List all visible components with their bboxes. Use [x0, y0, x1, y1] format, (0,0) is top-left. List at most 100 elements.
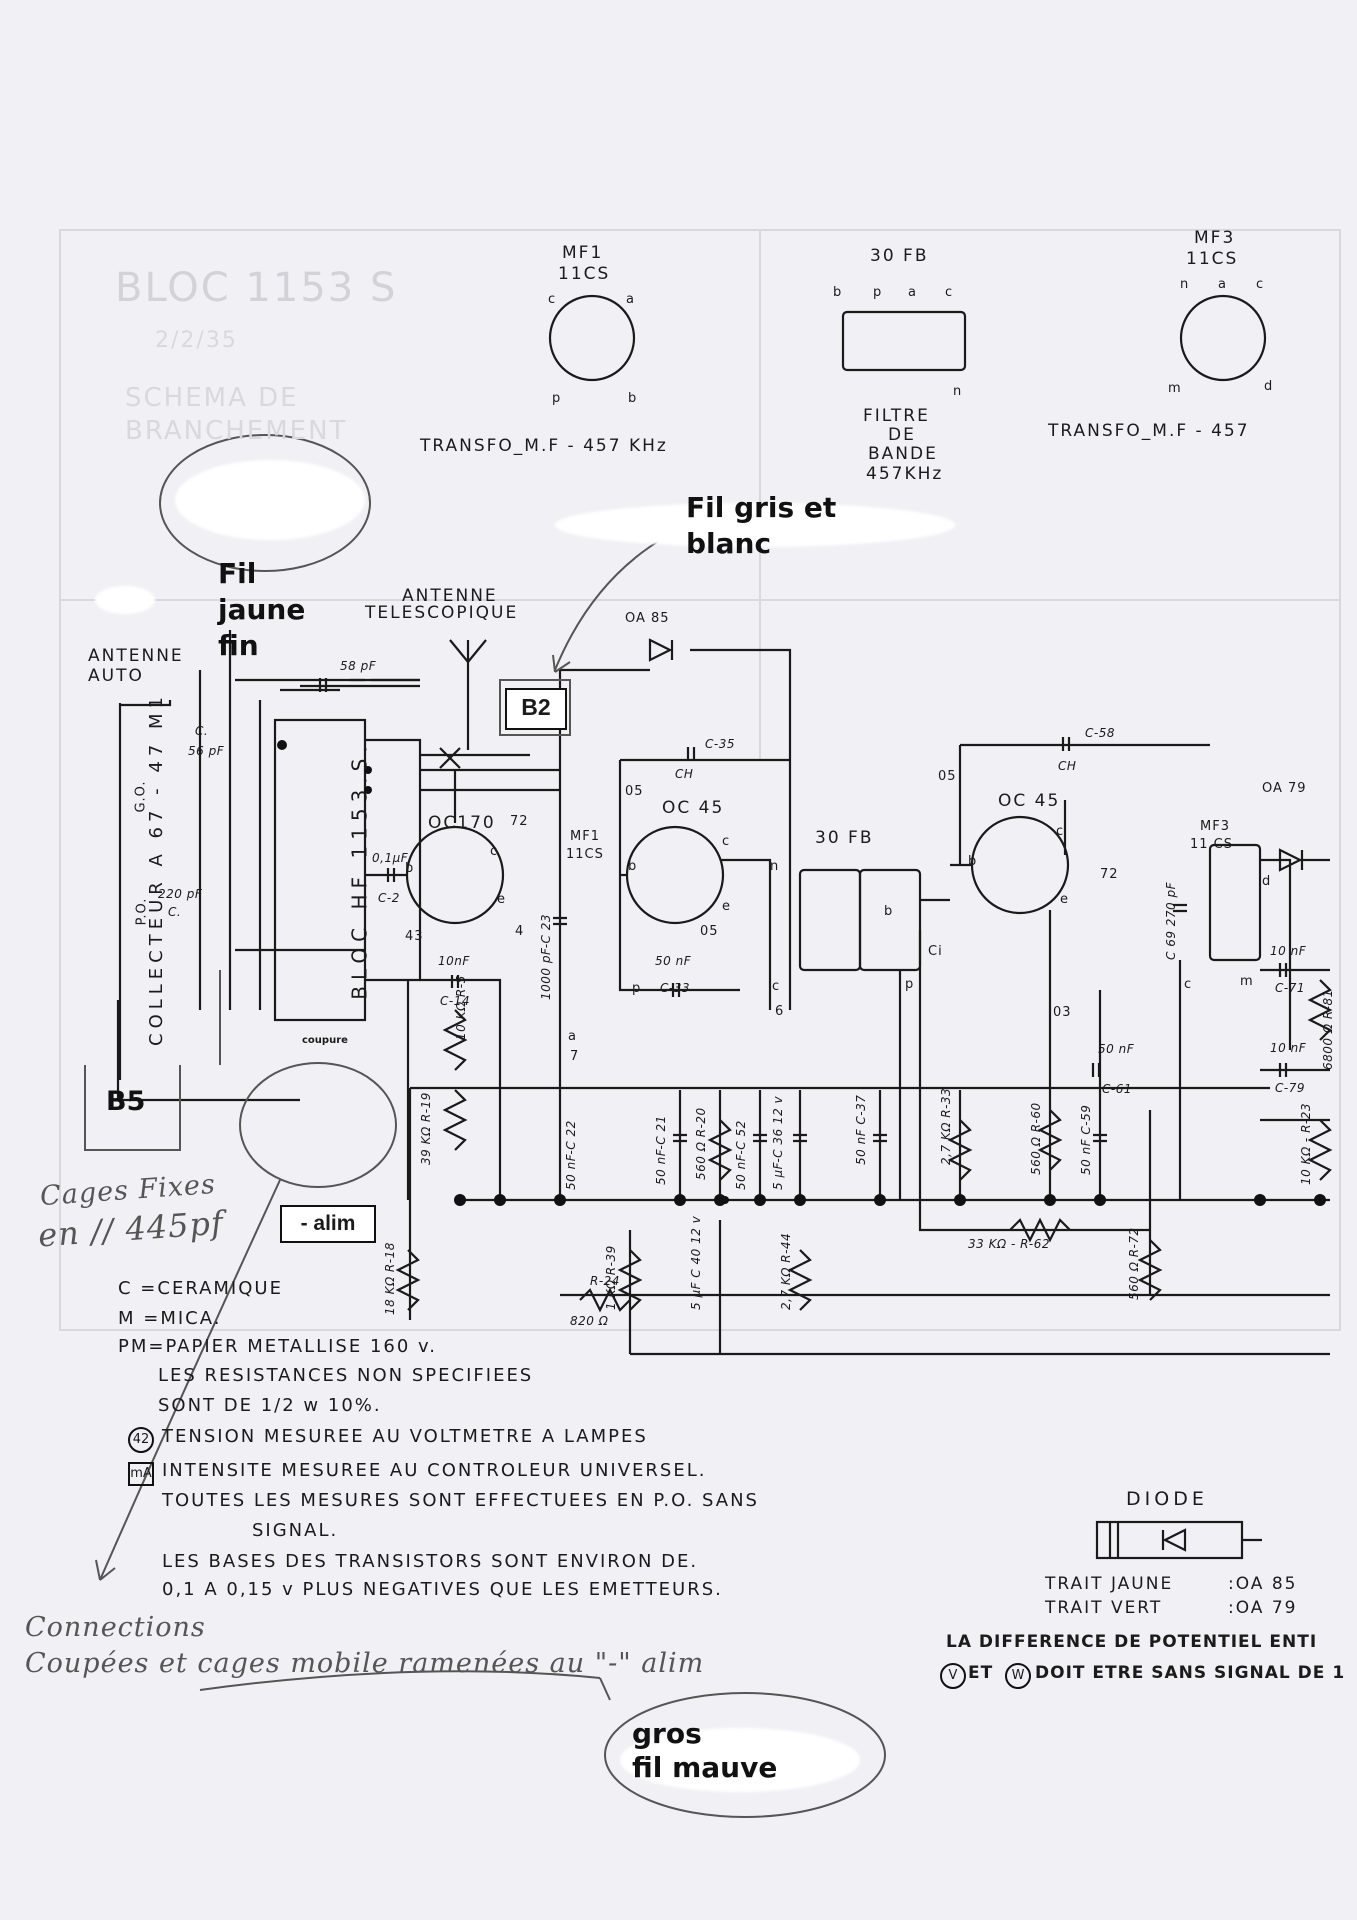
- oa85-label: OA 85: [625, 611, 670, 626]
- fb-name: 30 FB: [870, 246, 929, 266]
- c71-value: 10 nF: [1270, 944, 1307, 958]
- v05b-marker: 05: [700, 924, 719, 939]
- diode-note-symbol-v: V: [940, 1663, 966, 1689]
- diode-note-line1: LA DIFFERENCE DE POTENTIEL ENTI: [946, 1632, 1318, 1652]
- legend-negatives: 0,1 A 0,15 v PLUS NEGATIVES QUE LES EMET…: [162, 1579, 723, 1600]
- mf1-caption: TRANSFO_M.F - 457 KHz: [420, 436, 668, 456]
- annotation-gros-1: gros: [632, 1717, 702, 1750]
- legend-intensite: INTENSITE MESUREE AU CONTROLEUR UNIVERSE…: [162, 1460, 707, 1481]
- r33-label: 2,7 KΩ R-33: [939, 1087, 953, 1165]
- c56-c: C.: [195, 724, 209, 738]
- r39-resistor: [617, 1249, 643, 1311]
- r23-label: 10 KΩ - R-23: [1299, 1102, 1313, 1185]
- mf3-caption: TRANSFO_M.F - 457: [1048, 421, 1250, 441]
- mf3-stage-label: MF3: [1200, 819, 1230, 834]
- mf1-pinout-circle: [548, 294, 636, 382]
- c58b-capacitor: [1061, 737, 1071, 751]
- oc170-pin-b: b: [405, 861, 415, 876]
- v6-marker: 6: [775, 1004, 785, 1019]
- v72a-marker: 72: [510, 814, 529, 829]
- fb-pin-p-stage: p: [905, 977, 915, 992]
- legend-mesures: TOUTES LES MESURES SONT EFFECTUEES EN P.…: [162, 1490, 759, 1511]
- c220-value: 220 pF: [158, 887, 203, 901]
- oc45-2-pin-b: b: [968, 854, 978, 869]
- oa85-diode: [648, 638, 674, 662]
- c36-capacitor: [793, 1133, 807, 1143]
- r81-resistor: [1307, 979, 1333, 1041]
- annotation-fil-gris-1: Fil gris et: [686, 491, 837, 524]
- r72-label: 560 Ω R-72: [1127, 1227, 1141, 1300]
- annotation-fil-gris-2: blanc: [686, 527, 772, 560]
- fb-caption-2: DE: [888, 425, 916, 445]
- c220-c: C.: [168, 905, 182, 919]
- legend-half-watt: SONT DE 1/2 w 10%.: [158, 1395, 382, 1416]
- oc170-pin-c: c: [490, 844, 499, 859]
- oc170-circle: [405, 825, 505, 925]
- antenna-tele-label-2: TELESCOPIQUE: [365, 603, 519, 623]
- mf3-pin-m-stage: m: [1240, 974, 1254, 989]
- v4-marker: 4: [515, 924, 525, 939]
- faded-background-frame: [59, 229, 1341, 1331]
- diode-row1-value: :OA 85: [1228, 1574, 1298, 1594]
- oc45-1-label: OC 45: [662, 798, 725, 818]
- fb-pin-n: n: [953, 384, 963, 399]
- oc45-1-pin-e: e: [722, 899, 731, 914]
- r20-label: 560 Ω R-20: [694, 1107, 708, 1180]
- c71-capacitor: [1278, 963, 1288, 977]
- c61-capacitor: [1091, 1063, 1101, 1077]
- c59-capacitor: [1093, 1133, 1107, 1143]
- r19-resistor: [442, 1089, 468, 1151]
- oc45-1-circle: [625, 825, 725, 925]
- collecteur-label: COLLECTEUR A 67 - 47 M1: [146, 692, 167, 1046]
- mf1-type: 11CS: [558, 264, 611, 284]
- c21-label: 50 nF-C 21: [654, 1115, 668, 1185]
- c58-value: 58 pF: [340, 659, 377, 673]
- fb-pinout-box: [841, 310, 967, 372]
- c58b-ref: C-58: [1085, 726, 1115, 740]
- r60-label: 560 Ω R-60: [1029, 1102, 1043, 1175]
- r24-value: 820 Ω: [570, 1314, 609, 1328]
- po-label: P.O.: [134, 897, 150, 926]
- c61-ref: C-61: [1102, 1082, 1132, 1096]
- mf1-pin-p-stage: p: [632, 981, 642, 996]
- r60-resistor: [1037, 1109, 1063, 1171]
- cages-fixes-circle-annotation: [239, 1062, 397, 1188]
- oc45-2-label: OC 45: [998, 791, 1061, 811]
- mf1-stage-type: 11CS: [566, 847, 604, 862]
- mf3-type: 11CS: [1186, 249, 1239, 269]
- c23-label: 1000 pF-C 23: [539, 913, 553, 1000]
- legend-c: C =CERAMIQUE: [118, 1278, 283, 1299]
- r5-label: 10 KΩ R-5: [454, 975, 468, 1040]
- v72b-marker: 72: [1100, 867, 1119, 882]
- fb-pin-b-stage: b: [884, 904, 894, 919]
- r24-ref: R-24: [590, 1274, 620, 1288]
- fb-pin-c: c: [945, 285, 954, 300]
- antenna-tele-label-1: ANTENNE: [402, 586, 498, 606]
- c35-ch: CH: [675, 767, 694, 781]
- annotation-fil-jaune-2: jaune: [218, 593, 306, 626]
- mf3-pin-m: m: [1168, 381, 1182, 396]
- c79-value: 10 nF: [1270, 1041, 1307, 1055]
- watermark-line2: BRANCHEMENT: [125, 416, 348, 446]
- c35-capacitor: [686, 747, 696, 761]
- mf1-pin-b: b: [628, 391, 638, 406]
- c79-ref: C-79: [1275, 1081, 1305, 1095]
- v03-marker: 03: [1053, 1005, 1072, 1020]
- c37-label: 50 nF C-37: [854, 1094, 868, 1165]
- mf3-pin-d-stage: d: [1262, 874, 1272, 889]
- diode-note-et: ET: [968, 1663, 994, 1683]
- oc170-pin-e: e: [497, 892, 506, 907]
- mf3-pin-c-stage: c: [1184, 977, 1193, 992]
- annotation-coupure: coupure: [302, 1035, 348, 1046]
- fb-pin-ci: Ci: [928, 944, 943, 959]
- c33-value: 50 nF: [655, 954, 692, 968]
- r18-label: 18 KΩ R-18: [383, 1242, 397, 1315]
- diode-legend-title: DIODE: [1126, 1488, 1208, 1510]
- antenna-auto-label-2: AUTO: [88, 666, 144, 686]
- mf3-pin-n: n: [1180, 277, 1190, 292]
- mf3-pin-a: a: [1218, 277, 1227, 292]
- v43-marker: 43: [405, 929, 424, 944]
- fb-caption-1: FILTRE: [863, 406, 930, 426]
- r44-resistor: [787, 1249, 813, 1311]
- fb-caption-3: BANDE: [868, 444, 938, 464]
